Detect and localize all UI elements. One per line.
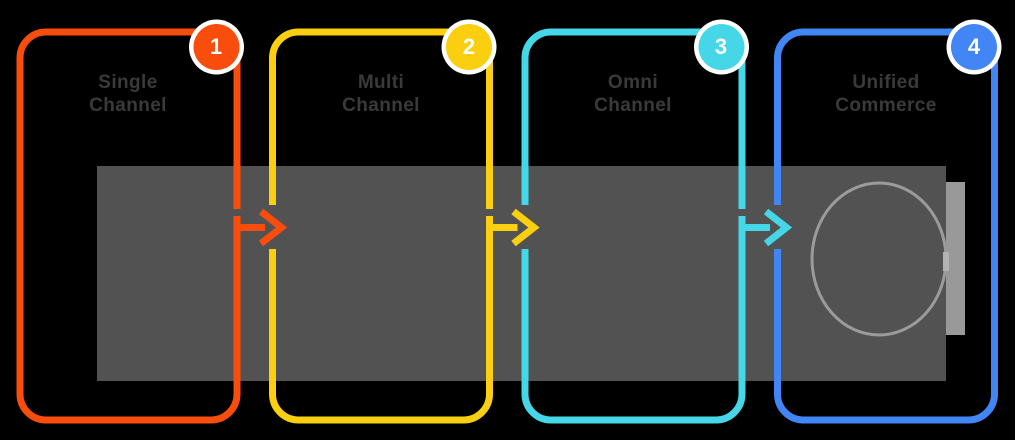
stage-4-label: Unified Commerce — [796, 71, 976, 117]
stage-2-badge-circle — [446, 24, 492, 70]
stage-1-label: Single Channel — [38, 71, 218, 117]
stage-4-badge — [946, 19, 1002, 75]
side-bar-graphic — [946, 182, 965, 335]
stage-2-label-line2: Channel — [342, 95, 420, 116]
stage-2-badge — [441, 19, 497, 75]
stage-1-badge — [189, 19, 244, 75]
stage-4-badge-circle — [951, 24, 997, 70]
stage-4-label-line2: Commerce — [835, 95, 937, 116]
flow-arrow-3-icon — [738, 208, 793, 247]
stage-3-label-line1: Omni — [607, 72, 659, 93]
stage-4-label-line1: Unified — [852, 72, 920, 93]
side-notch-graphic — [943, 252, 949, 271]
flow-arrow-2-icon — [486, 208, 540, 247]
stage-1-badge-circle — [193, 24, 240, 70]
stage-2-label-line1: Multi — [357, 72, 405, 93]
stage-1-badge-number: 1 — [209, 34, 223, 59]
stage-1-label-line1: Single — [98, 72, 158, 93]
stage-3-label-line2: Channel — [594, 95, 672, 116]
stage-3-badge-number: 3 — [714, 34, 728, 59]
stage-3-label: Omni Channel — [543, 71, 723, 117]
flow-arrow-1-icon — [233, 208, 288, 247]
stage-3-badge-circle — [698, 24, 745, 70]
stage-1-label-line2: Channel — [89, 95, 167, 116]
circle-graphic — [810, 181, 948, 337]
stage-4-badge-number: 4 — [967, 34, 981, 59]
stage-4-outline — [774, 28, 998, 424]
stage-2-badge-number: 2 — [462, 34, 476, 59]
stage-2-label: Multi Channel — [291, 71, 471, 117]
stage-3-badge — [694, 19, 749, 75]
